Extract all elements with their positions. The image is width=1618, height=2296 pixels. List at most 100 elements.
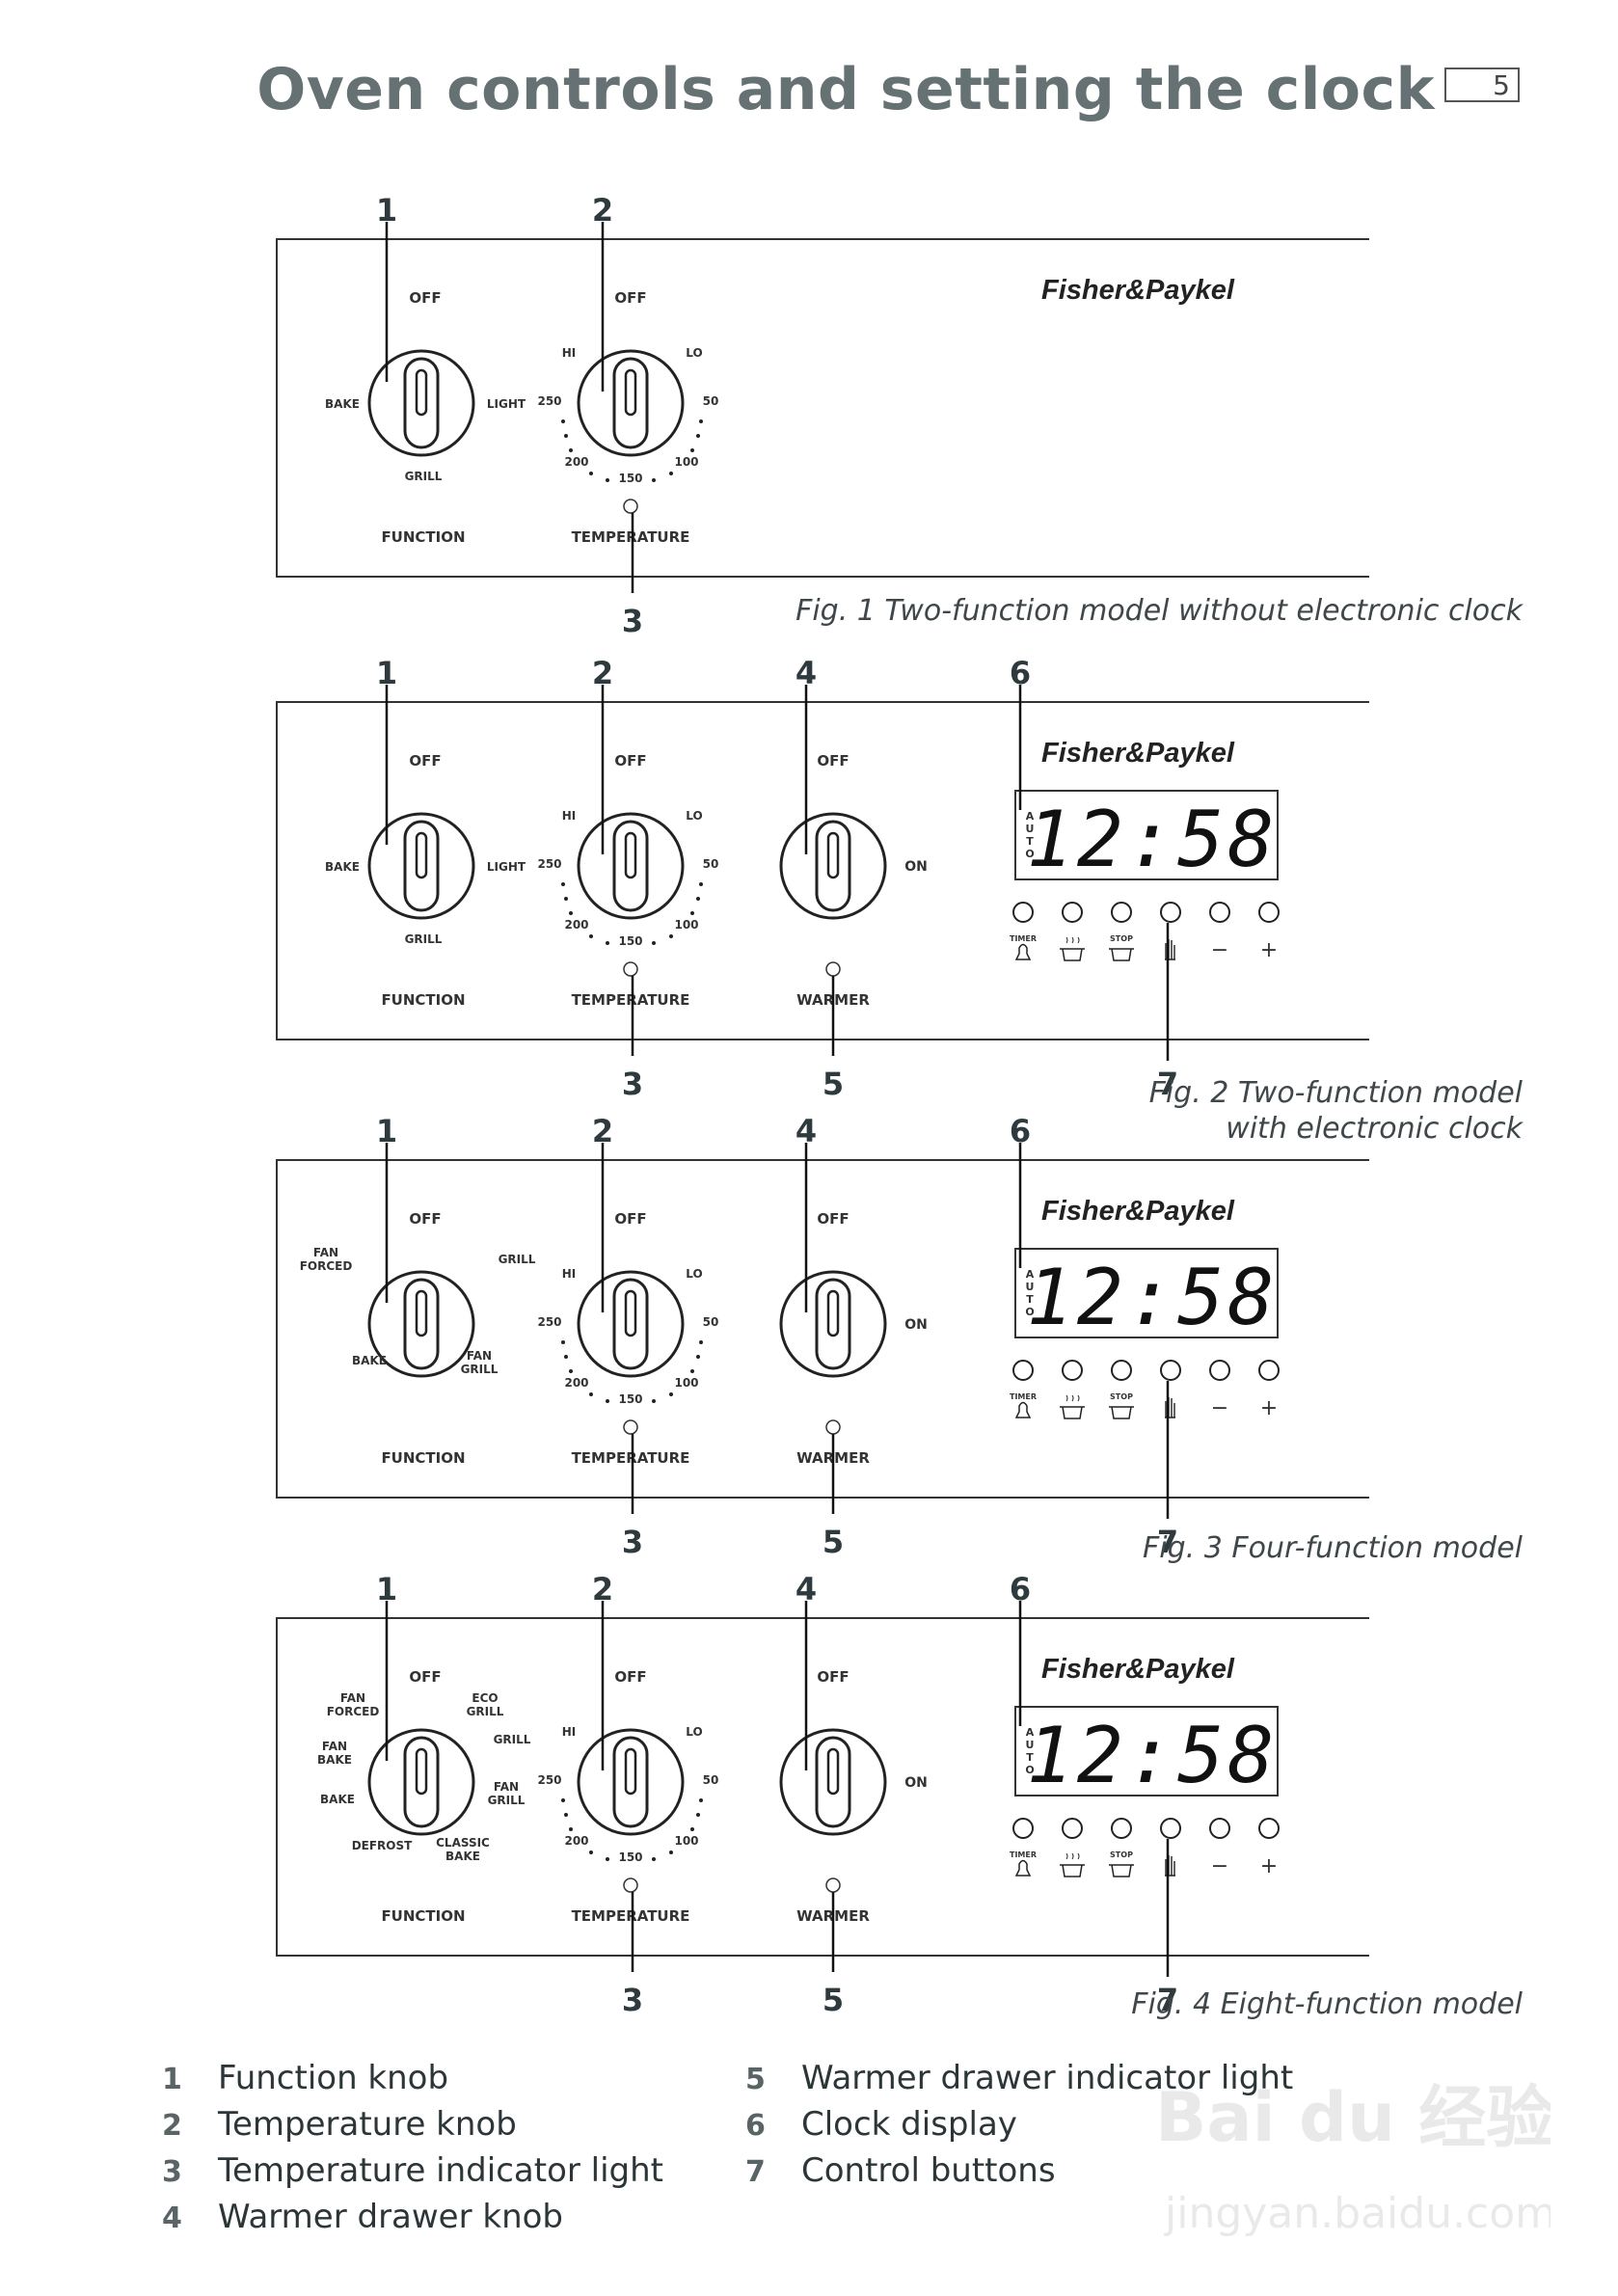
function-knob[interactable] xyxy=(367,812,475,920)
warmer-off-label: OFF xyxy=(817,1668,849,1686)
warmer-knob[interactable] xyxy=(779,1270,887,1378)
temperature-lo-label: LO xyxy=(686,809,702,823)
clock-auto-letter: O xyxy=(1025,1764,1034,1776)
control-button-1[interactable] xyxy=(1012,902,1034,923)
temperature-knob[interactable] xyxy=(577,1728,685,1836)
scale-dot xyxy=(564,434,568,438)
bell-icon xyxy=(1014,943,1032,960)
scale-dot xyxy=(696,897,700,901)
figure-caption: Fig. 2 Two-function model xyxy=(1148,1076,1523,1110)
function-off-label: OFF xyxy=(409,289,441,307)
control-button-6[interactable] xyxy=(1258,902,1280,923)
callout-number: 5 xyxy=(822,1982,845,2018)
clock-time: 12:58 xyxy=(1027,795,1279,884)
control-button-6[interactable] xyxy=(1258,1360,1280,1381)
brand-logo: Fisher&Paykel xyxy=(1041,1654,1235,1685)
legend-text: Clock display xyxy=(801,2105,1017,2144)
warmer-off-label: OFF xyxy=(817,1210,849,1228)
temperature-scale-label: 250 xyxy=(537,1773,561,1787)
control-panel-drawing: Fisher&PaykelOFFFUNCTIONFANFORCEDECOGRIL… xyxy=(276,1601,1369,1977)
control-button-4[interactable] xyxy=(1160,902,1181,923)
function-mode-label: BAKE xyxy=(320,1793,355,1806)
control-button-5[interactable] xyxy=(1209,1360,1230,1381)
function-mode-label: GRILL xyxy=(488,1794,526,1807)
temperature-hi-label: HI xyxy=(562,346,577,360)
function-knob[interactable] xyxy=(367,349,475,457)
function-light-label: LIGHT xyxy=(487,860,526,874)
callout-number: 1 xyxy=(375,1113,398,1149)
function-mode-label: GRILL xyxy=(494,1733,531,1746)
callout-number: 6 xyxy=(1009,655,1032,691)
temperature-knob[interactable] xyxy=(577,812,685,920)
function-mode-label: BAKE xyxy=(445,1850,480,1863)
clock-auto-label: A xyxy=(1026,1726,1035,1739)
scale-dot xyxy=(606,1857,609,1861)
control-button-6[interactable] xyxy=(1258,1818,1280,1839)
control-button-4[interactable] xyxy=(1160,1818,1181,1839)
scale-dot xyxy=(569,448,573,452)
function-knob-label: FUNCTION xyxy=(381,1907,465,1925)
control-button-2[interactable] xyxy=(1062,902,1083,923)
temperature-lo-label: LO xyxy=(686,346,702,360)
control-button-3[interactable] xyxy=(1111,1818,1132,1839)
temperature-scale-label: 200 xyxy=(564,1834,588,1848)
legend-number: 1 xyxy=(162,2063,182,2096)
scale-dot xyxy=(652,1857,656,1861)
clock-auto-label: A xyxy=(1026,1268,1035,1281)
function-knob[interactable] xyxy=(367,1728,475,1836)
callout-number: 6 xyxy=(1009,1571,1032,1607)
temperature-knob[interactable] xyxy=(577,1270,685,1378)
temperature-off-label: OFF xyxy=(614,1210,646,1228)
control-button-1[interactable] xyxy=(1012,1360,1034,1381)
control-button-5[interactable] xyxy=(1209,1818,1230,1839)
scale-dot xyxy=(561,1798,565,1802)
control-button-4[interactable] xyxy=(1160,1360,1181,1381)
warmer-knob[interactable] xyxy=(779,812,887,920)
scale-dot xyxy=(699,1798,703,1802)
cook-pot-icon xyxy=(1060,1864,1085,1877)
control-button-3[interactable] xyxy=(1111,902,1132,923)
warmer-knob[interactable] xyxy=(779,1728,887,1836)
temperature-off-label: OFF xyxy=(614,752,646,770)
function-mode-label: CLASSIC xyxy=(436,1836,490,1850)
temperature-knob[interactable] xyxy=(577,349,685,457)
control-button-5[interactable] xyxy=(1209,902,1230,923)
temperature-indicator-light xyxy=(623,1877,638,1893)
function-grill-label: GRILL xyxy=(405,932,443,946)
temperature-hi-label: HI xyxy=(562,1267,577,1281)
callout-number: 7 xyxy=(1156,1982,1179,2018)
panel-outline xyxy=(276,238,1369,578)
control-button-1[interactable] xyxy=(1012,1818,1034,1839)
clock-auto-letter: T xyxy=(1026,835,1034,848)
control-button-2[interactable] xyxy=(1062,1360,1083,1381)
scale-dot xyxy=(690,1369,694,1373)
legend-text: Warmer drawer indicator light xyxy=(801,2059,1294,2097)
scale-dot xyxy=(696,1355,700,1359)
temperature-scale-label: 200 xyxy=(564,1376,588,1390)
figure-caption: Fig. 3 Four-function model xyxy=(1143,1531,1523,1565)
function-knob-label: FUNCTION xyxy=(381,528,465,546)
scale-dot xyxy=(606,478,609,482)
function-knob[interactable] xyxy=(367,1270,475,1378)
scale-dot xyxy=(669,472,673,475)
scale-dot xyxy=(699,882,703,886)
temperature-scale-label: 250 xyxy=(537,394,561,408)
clock-auto-letter: U xyxy=(1026,823,1035,835)
scale-dot xyxy=(589,1392,593,1396)
manual-hand-icon xyxy=(1165,1397,1175,1418)
control-button-2[interactable] xyxy=(1062,1818,1083,1839)
panel-outline xyxy=(276,1159,1369,1499)
temperature-knob-label: TEMPERATURE xyxy=(572,1449,690,1467)
control-button-3[interactable] xyxy=(1111,1360,1132,1381)
function-mode-label: FAN xyxy=(313,1246,338,1259)
temperature-scale-label: 150 xyxy=(618,1392,642,1406)
steam-icon xyxy=(1065,936,1080,944)
function-mode-label: FAN xyxy=(322,1740,347,1753)
figure-caption: Fig. 1 Two-function model without electr… xyxy=(796,594,1523,628)
temperature-scale-label: 50 xyxy=(703,394,719,408)
